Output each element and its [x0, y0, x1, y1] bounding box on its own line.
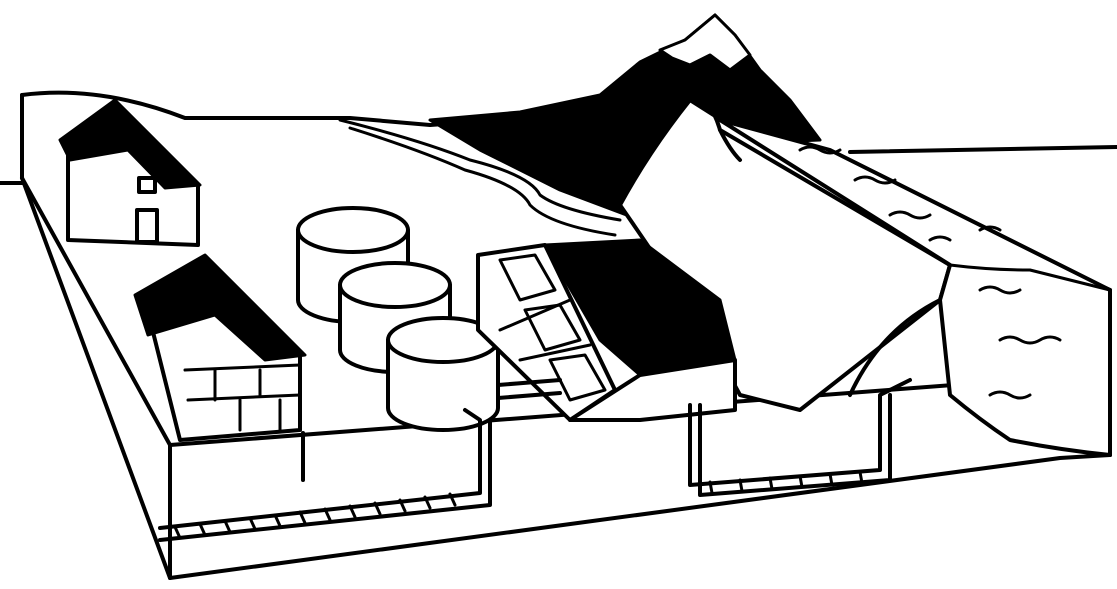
house-door	[137, 210, 157, 242]
house-window	[139, 178, 155, 192]
